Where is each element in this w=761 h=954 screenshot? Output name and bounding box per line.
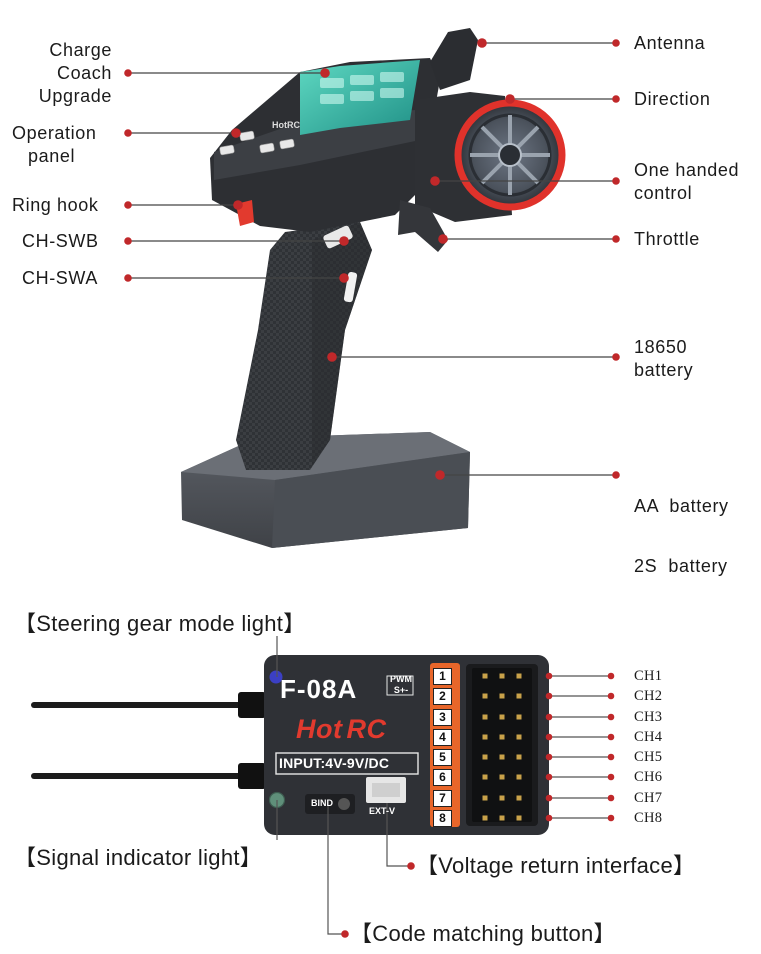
receiver-brand-hot: Hot <box>296 714 343 744</box>
channel-number-8: 8 <box>433 810 452 827</box>
switch-swa <box>343 272 358 303</box>
header-pin <box>482 673 488 679</box>
label-aa-battery: AA battery <box>634 496 729 516</box>
channel-number-5: 5 <box>433 749 452 766</box>
antenna <box>430 28 478 90</box>
label-operation: Operation <box>12 123 97 143</box>
transmitter-callout-dots <box>124 38 620 480</box>
transmitter-callouts <box>128 42 616 476</box>
channel-number-6: 6 <box>433 769 452 786</box>
receiver-pwm-pins: S+- <box>393 685 409 695</box>
channel-label-5: CH5 <box>634 749 663 765</box>
label-ch-swa: CH-SWA <box>22 268 98 288</box>
label-voltage-return-interface: 【Voltage return interface】 <box>416 853 696 878</box>
channel-number-2: 2 <box>433 688 452 705</box>
channel-pins <box>482 673 522 821</box>
header-pin <box>482 774 488 780</box>
receiver-callouts <box>276 636 611 935</box>
label-ring-hook: Ring hook <box>12 195 99 215</box>
label-coach: Coach <box>56 63 112 83</box>
header-pin <box>482 714 488 720</box>
label-one-handed: One handed <box>634 160 740 180</box>
switch-swb <box>323 225 353 249</box>
receiver-input-rating: INPUT:4V-9V/DC <box>279 755 390 771</box>
header-pin <box>499 734 505 740</box>
label-ch-swb: CH-SWB <box>22 231 99 251</box>
throttle-trigger <box>398 200 448 252</box>
label-code-matching-button: 【Code matching button】 <box>350 921 616 946</box>
receiver-model: F-08A <box>280 674 358 704</box>
header-pin <box>499 714 505 720</box>
header-pin <box>516 815 522 821</box>
header-pin <box>516 693 522 699</box>
header-pin <box>499 815 505 821</box>
header-pin <box>516 714 522 720</box>
label-one-handed-control: One handed control <box>634 159 739 205</box>
label-18650: 18650 <box>634 337 688 357</box>
label-upgrade: Upgrade <box>38 86 112 106</box>
header-pin <box>516 754 522 760</box>
channel-label-7: CH7 <box>634 790 663 806</box>
receiver-pwm: PWM <box>390 674 412 684</box>
label-aa-2s-battery: AA battery 2S battery <box>634 456 729 596</box>
bind-label: BIND <box>311 798 333 808</box>
label-charge: Charge <box>49 40 112 60</box>
label-antenna: Antenna <box>634 33 706 53</box>
header-pin <box>516 774 522 780</box>
channel-label-6: CH6 <box>634 769 663 785</box>
header-pin <box>482 693 488 699</box>
header-pin <box>482 754 488 760</box>
label-control: control <box>634 183 693 203</box>
header-pin <box>499 774 505 780</box>
receiver-brand-rc: RC <box>346 714 387 744</box>
channel-label-3: CH3 <box>634 709 663 725</box>
header-pin <box>482 815 488 821</box>
channel-number-7: 7 <box>433 790 452 807</box>
channel-label-8: CH8 <box>634 810 663 826</box>
label-battery: battery <box>634 360 694 380</box>
channel-number-1: 1 <box>433 668 452 685</box>
ext-v-label: EXT-V <box>369 806 396 816</box>
label-operation-panel: Operation panel <box>12 122 96 168</box>
bind-button <box>338 798 350 810</box>
label-18650-battery: 18650 battery <box>634 336 693 382</box>
header-pin <box>482 795 488 801</box>
header-pin <box>499 795 505 801</box>
label-panel: panel <box>28 146 76 166</box>
channel-label-4: CH4 <box>634 729 663 745</box>
header-pin <box>499 754 505 760</box>
receiver-callout-dots <box>341 672 615 938</box>
header-pin <box>499 693 505 699</box>
label-steering-gear-mode-light: 【Steering gear mode light】 <box>14 611 306 636</box>
header-pin <box>516 673 522 679</box>
label-charge-coach-upgrade: Charge Coach Upgrade <box>39 39 112 108</box>
channel-label-2: CH2 <box>634 688 663 704</box>
label-direction: Direction <box>634 89 711 109</box>
transmitter-illustration: HotRC <box>181 28 566 548</box>
header-pin <box>516 795 522 801</box>
steering-mode-led <box>269 670 283 684</box>
header-pin <box>482 734 488 740</box>
receiver-illustration <box>31 655 549 835</box>
transmitter-brand-mark: HotRC <box>272 120 300 130</box>
channel-label-1: CH1 <box>634 668 663 684</box>
header-pin <box>499 673 505 679</box>
label-throttle: Throttle <box>634 229 700 249</box>
label-2s-battery: 2S battery <box>634 556 728 576</box>
label-signal-indicator-light: 【Signal indicator light】 <box>14 845 263 870</box>
channel-number-4: 4 <box>433 729 452 746</box>
header-pin <box>516 734 522 740</box>
channel-number-3: 3 <box>433 709 452 726</box>
